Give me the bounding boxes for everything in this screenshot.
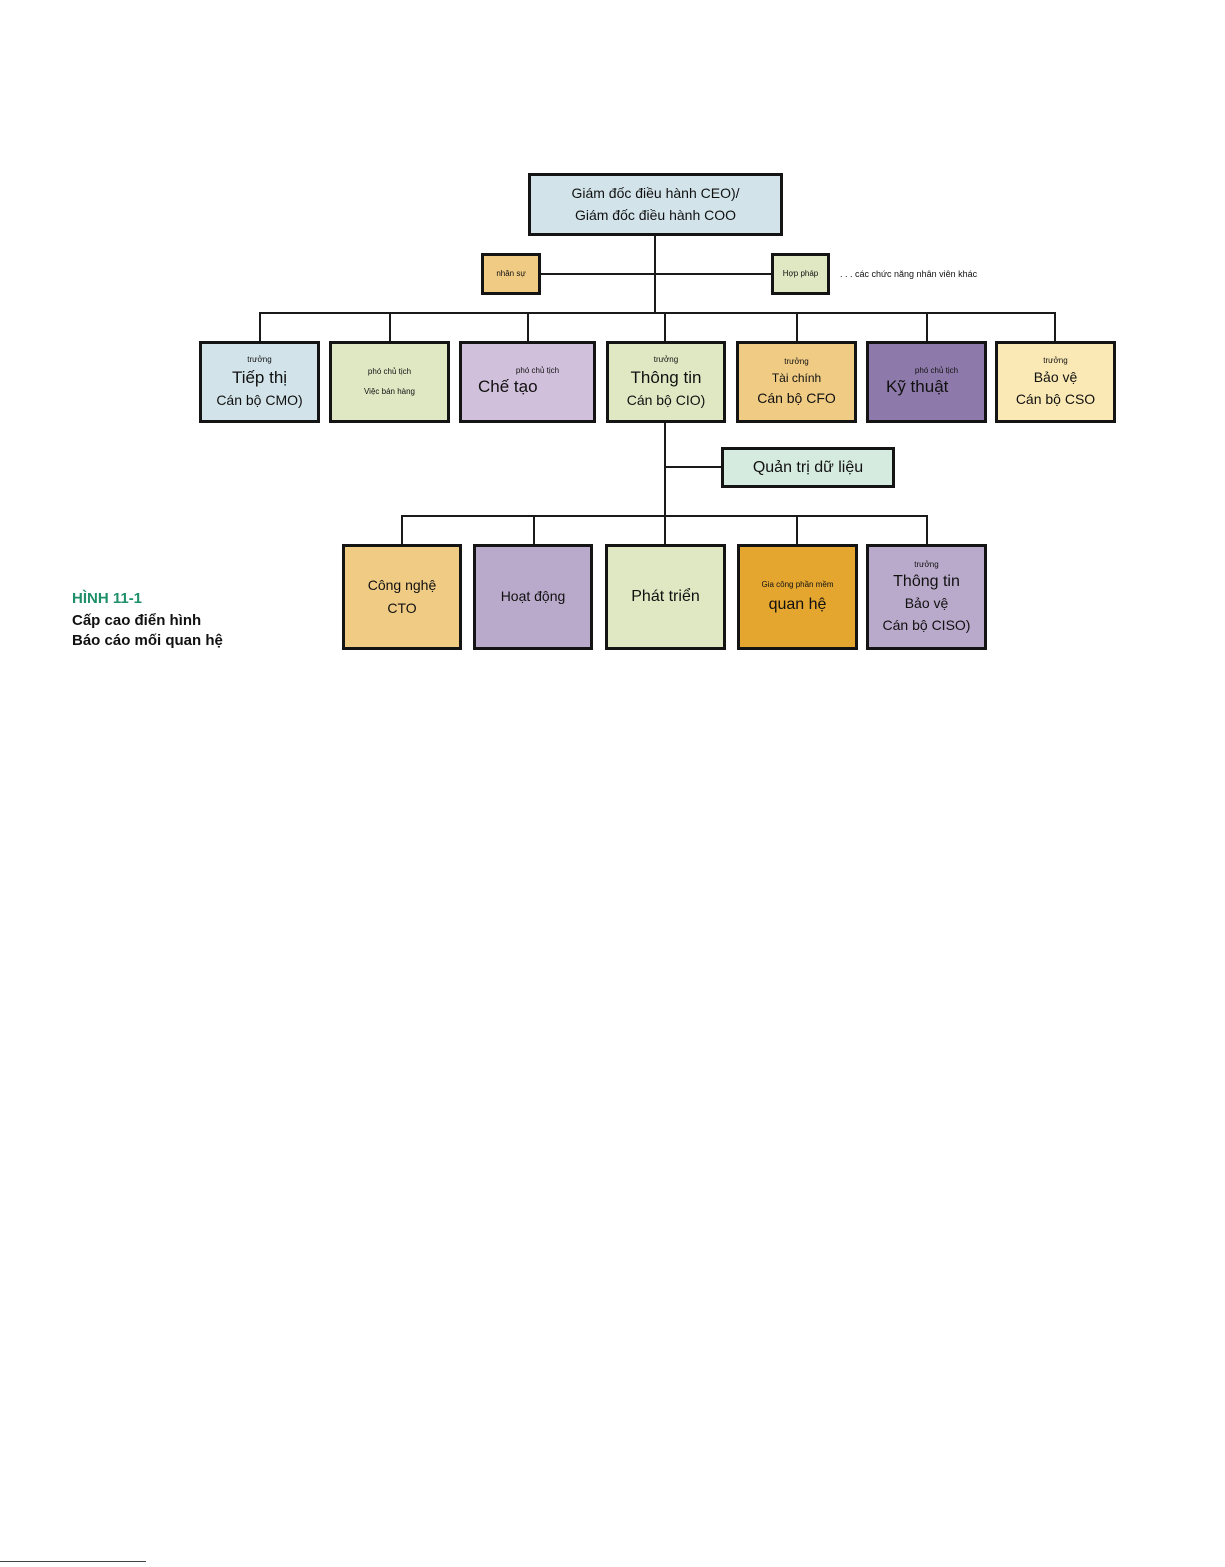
footer-divider [0,1561,146,1562]
development-box: Phát triển [605,544,726,650]
connector-data-governance [664,466,722,468]
data-governance-label: Quản trị dữ liệu [752,458,864,476]
marketing-box: trưởng Tiếp thị Cán bộ CMO) [199,341,320,423]
connector-sales [389,312,391,342]
other-staff-functions: . . . các chức năng nhân viên khác [840,269,978,279]
infosec-main2: Bảo vệ [904,594,949,611]
operations-main: Hoạt động [500,588,566,605]
connector-manufacturing [527,312,529,342]
outsourcing-main: quan hệ [768,595,827,613]
manufacturing-top: phó chủ tịch [515,366,560,376]
figure-title-line2: Báo cáo mối quan hệ [72,631,223,649]
connector-cio-trunk [664,422,666,546]
infosec-main1: Thông tin [893,572,960,590]
outsourcing-top: Gia công phần mềm [761,579,834,589]
security-top: trưởng [1043,356,1068,365]
information-bottom: Cán bộ CIO) [626,391,706,408]
infosec-box: trưởng Thông tin Bảo vệ Cán bộ CISO) [866,544,987,650]
operations-box: Hoạt động [473,544,593,650]
marketing-bottom: Cán bộ CMO) [216,391,303,408]
sales-top: phó chủ tịch [367,367,412,376]
development-main: Phát triển [631,588,700,605]
connector-outsourcing [796,515,798,546]
finance-bottom: Cán bộ CFO [757,389,836,406]
finance-main: Tài chính [771,370,822,385]
technology-bottom: CTO [387,599,417,616]
finance-box: trưởng Tài chính Cán bộ CFO [736,341,857,423]
engineering-main: Kỹ thuật [886,377,949,397]
connector-information [664,312,666,342]
marketing-top: trưởng [247,354,272,364]
connector-infosec [926,515,928,546]
infosec-bottom: Cán bộ CISO) [882,617,971,633]
connector-staff [540,273,772,275]
security-bottom: Cán bộ CSO [1015,390,1096,407]
figure-caption: HÌNH 11-1 Cấp cao điển hình Báo cáo mối … [72,590,223,650]
legal-box: Hợp pháp [771,253,830,295]
figure-title-line1: Cấp cao điển hình [72,612,202,629]
connector-finance [796,312,798,342]
manufacturing-main: Chế tạo [478,377,538,397]
connector-level3-bar [401,515,928,517]
sales-box: phó chủ tịch Việc bán hàng [329,341,450,423]
connector-level2-bar [259,312,1056,314]
hr-label: nhân sự [496,269,526,278]
information-main: Thông tin [630,367,702,387]
figure-label: HÌNH 11-1 [72,590,143,607]
legal-label: Hợp pháp [782,269,819,278]
engineering-box: phó chủ tịch Kỹ thuật [866,341,987,423]
connector-technology [401,515,403,546]
infosec-top: trưởng [914,559,939,569]
technology-box: Công nghệ CTO [342,544,462,650]
information-top: trưởng [653,354,679,364]
sales-bottom: Việc bán hàng [363,387,415,396]
engineering-top: phó chủ tịch [914,366,959,376]
information-box: trưởng Thông tin Cán bộ CIO) [606,341,726,423]
connector-ceo-trunk [654,236,656,314]
org-chart: Giám đốc điều hành CEO)/ Giám đốc điều h… [0,0,1225,700]
manufacturing-box: phó chủ tịch Chế tạo [459,341,596,423]
security-main: Bảo vệ [1033,369,1078,385]
ceo-box: Giám đốc điều hành CEO)/ Giám đốc điều h… [528,173,783,236]
connector-engineering [926,312,928,342]
finance-top: trưởng [784,356,809,366]
ceo-line2: Giám đốc điều hành COO [574,206,737,223]
outsourcing-box: Gia công phần mềm quan hệ [737,544,858,650]
connector-operations [533,515,535,546]
connector-security [1054,312,1056,342]
connector-marketing [259,312,261,342]
security-box: trưởng Bảo vệ Cán bộ CSO [995,341,1116,423]
ceo-line1: Giám đốc điều hành CEO)/ [571,185,740,201]
technology-main: Công nghệ [367,577,437,593]
hr-box: nhân sự [481,253,541,295]
marketing-main: Tiếp thị [231,367,288,387]
data-governance-box: Quản trị dữ liệu [721,447,895,488]
